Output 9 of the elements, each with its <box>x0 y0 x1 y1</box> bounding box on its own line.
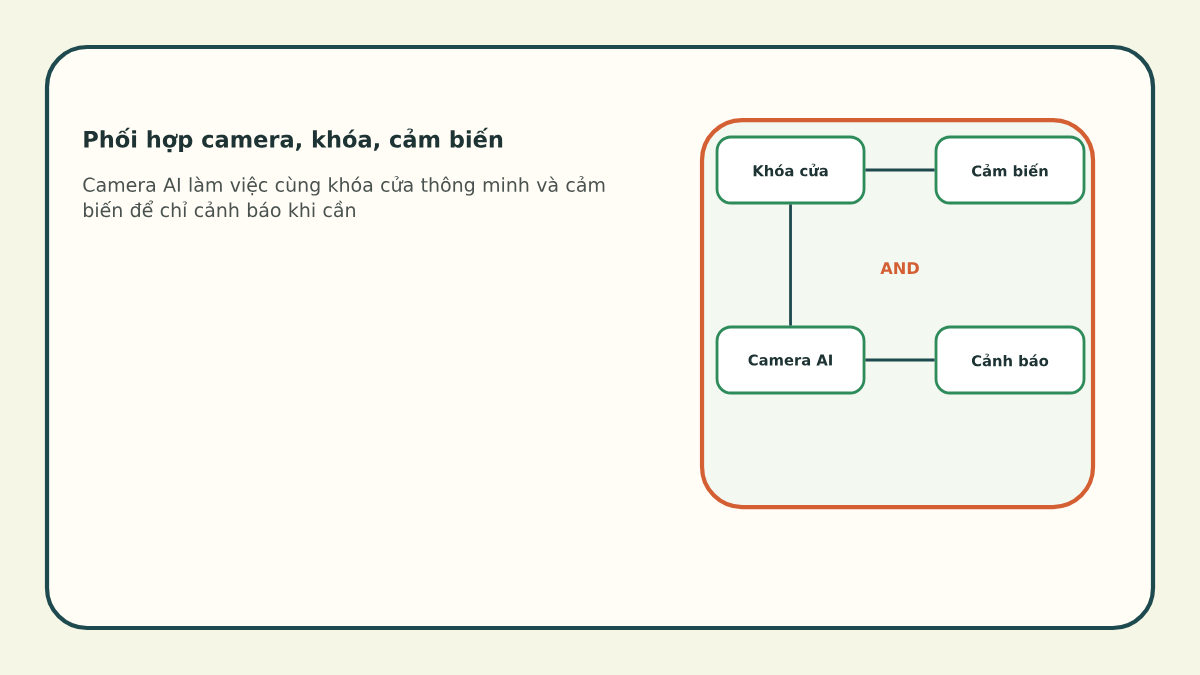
connector-line <box>789 204 792 326</box>
device-box: Cảm biến <box>934 135 1086 205</box>
device-box: Khóa cửa <box>715 135 866 205</box>
device-box: Cảnh báo <box>934 325 1086 395</box>
connector-line <box>865 358 935 362</box>
connector-line <box>865 168 935 172</box>
heading: Phối hợp camera, khóa, cảm biến <box>84 127 503 153</box>
description: Camera AI làm việc cùng khóa cửa thông minh và cảm biến để chỉ cảnh báo khi cần <box>83 176 605 218</box>
device-box: Camera AI <box>715 325 866 395</box>
